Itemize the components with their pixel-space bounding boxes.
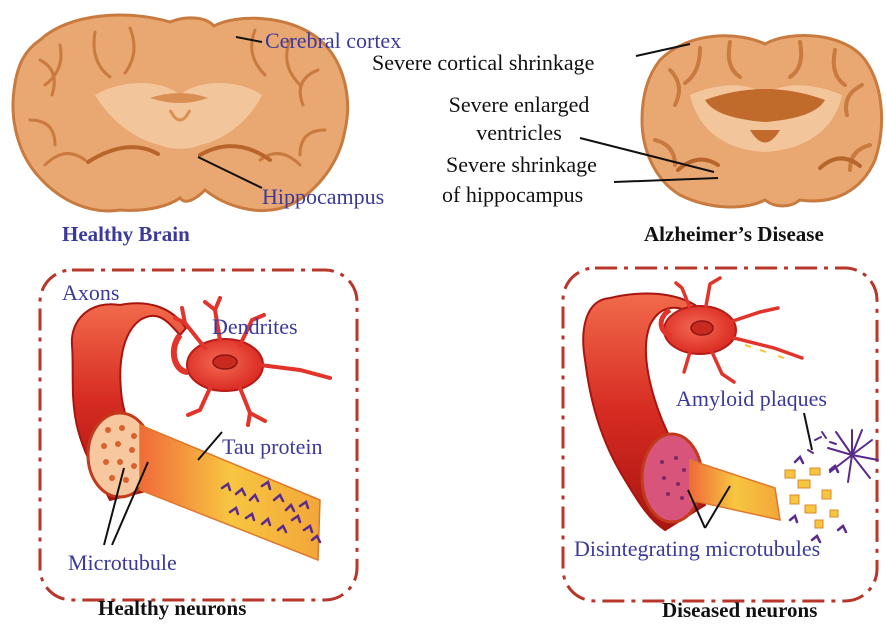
amyloid-plaque (828, 430, 878, 482)
label-hippocampus: Hippocampus (262, 186, 384, 208)
label-axons: Axons (62, 282, 119, 304)
label-hippocampus-shrinkage-line2: of hippocampus (442, 184, 583, 206)
diseased-neuron-nucleus (691, 321, 713, 335)
title-alzheimers-disease: Alzheimer’s Disease (644, 224, 824, 245)
label-dendrites: Dendrites (212, 316, 298, 338)
label-amyloid-plaques: Amyloid plaques (676, 388, 827, 410)
title-healthy-brain: Healthy Brain (62, 224, 190, 245)
label-hippocampus-shrinkage-line1: Severe shrinkage (446, 154, 597, 176)
label-cortical-shrinkage: Severe cortical shrinkage (372, 52, 594, 74)
diseased-axon-interior (690, 460, 780, 520)
label-disintegrating-microtubules: Disintegrating microtubules (574, 538, 820, 560)
healthy-neuron-nucleus (213, 355, 237, 369)
diseased-brain-illustration (580, 36, 882, 207)
title-healthy-neurons: Healthy neurons (98, 598, 246, 619)
amyloid-leader-line (804, 413, 812, 450)
title-diseased-neurons: Diseased neurons (662, 600, 817, 621)
label-microtubule: Microtubule (68, 552, 177, 574)
label-cerebral-cortex: Cerebral cortex (265, 30, 401, 52)
label-enlarged-ventricles-line2: ventricles (444, 122, 594, 144)
label-tau-protein: Tau protein (222, 436, 322, 458)
label-enlarged-ventricles-line1: Severe enlarged (444, 94, 594, 116)
healthy-axon-hillock (174, 335, 188, 372)
